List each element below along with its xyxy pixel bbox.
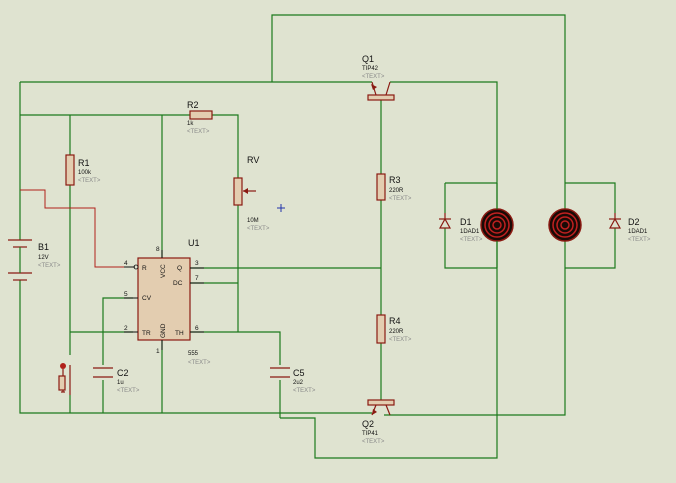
d2-text: <TEXT> xyxy=(628,237,651,243)
c2-value: 1u xyxy=(117,380,124,386)
diode-d1[interactable]: D1 1DAD1 <TEXT> xyxy=(438,213,483,243)
r3-ref: R3 xyxy=(389,175,401,185)
pin1-number: 1 xyxy=(156,348,160,355)
transistor-q1[interactable]: Q1 TIP42 <TEXT> xyxy=(362,54,395,101)
pin7-number: 7 xyxy=(195,275,199,282)
rv-value: 10M xyxy=(247,218,259,224)
b1-ref: B1 xyxy=(38,242,49,252)
r2-text: <TEXT> xyxy=(187,129,210,135)
r1-value: 100k xyxy=(78,170,92,176)
c2-ref: C2 xyxy=(117,368,129,378)
c2-text: <TEXT> xyxy=(117,388,140,394)
r1-ref: R1 xyxy=(78,158,90,168)
wire-d2-top xyxy=(565,182,616,213)
wire-right-rail xyxy=(280,81,498,459)
c5-ref: C5 xyxy=(293,368,305,378)
pin-name-th: TH xyxy=(175,330,184,337)
capacitor-c2[interactable]: C2 1u <TEXT> xyxy=(93,367,140,394)
resistor-r3[interactable]: R3 220R <TEXT> xyxy=(376,173,412,202)
pin-name-q: Q xyxy=(177,265,182,272)
r2-value: 1k xyxy=(187,121,194,127)
wire-top-loop xyxy=(271,14,566,416)
ic-u1-555[interactable]: 8 4 3 7 5 2 6 1 R Q DC CV TR TH VCC GND … xyxy=(124,238,211,366)
q2-ref: Q2 xyxy=(362,419,374,429)
capacitor-c5[interactable]: C5 2u2 <TEXT> xyxy=(270,367,316,394)
r1-text: <TEXT> xyxy=(78,178,101,184)
d1-text: <TEXT> xyxy=(460,237,483,243)
potentiometer-rv[interactable]: RV 10M <TEXT> xyxy=(233,155,270,232)
b1-text: <TEXT> xyxy=(38,263,61,269)
wires xyxy=(19,14,616,459)
d2-ref: D2 xyxy=(628,217,640,227)
push-button-switch[interactable] xyxy=(58,363,71,395)
q2-value: TIP41 xyxy=(362,431,379,437)
wire-d2-bottom xyxy=(565,228,616,269)
pin-name-r: R xyxy=(142,265,147,272)
r3-value: 220R xyxy=(389,188,404,194)
pin-name-tr: TR xyxy=(142,330,151,337)
r4-text: <TEXT> xyxy=(389,337,412,343)
rv-ref: RV xyxy=(247,155,259,165)
crosshair-icon xyxy=(277,204,285,212)
u1-value: 555 xyxy=(188,351,199,357)
q1-ref: Q1 xyxy=(362,54,374,64)
q2-text: <TEXT> xyxy=(362,439,385,445)
pin6-number: 6 xyxy=(195,325,199,332)
resistor-r2[interactable]: R2 1k <TEXT> xyxy=(187,100,213,135)
u1-ref: U1 xyxy=(188,238,200,248)
motor-coil-left[interactable] xyxy=(480,183,514,268)
c5-text: <TEXT> xyxy=(293,388,316,394)
wire-d1-bottom xyxy=(444,228,497,269)
pin5-number: 5 xyxy=(124,291,128,298)
pin2-number: 2 xyxy=(124,325,128,332)
wire-th xyxy=(190,331,281,365)
rv-text: <TEXT> xyxy=(247,226,270,232)
battery-b1[interactable]: B1 12V <TEXT> xyxy=(8,239,61,281)
b1-value: 12V xyxy=(38,255,49,261)
wire-cv xyxy=(102,297,133,365)
u1-text: <TEXT> xyxy=(188,360,211,366)
wire-r2-rv xyxy=(212,114,239,178)
resistor-r1[interactable]: R1 100k <TEXT> xyxy=(65,154,101,186)
r2-ref: R2 xyxy=(187,100,199,110)
pin-name-cv: CV xyxy=(142,295,152,302)
motor-coil-right[interactable] xyxy=(548,208,582,242)
pin-name-gnd: GND xyxy=(160,323,167,338)
r3-text: <TEXT> xyxy=(389,196,412,202)
transistor-q2[interactable]: Q2 TIP41 <TEXT> xyxy=(362,399,395,445)
pin-name-vcc: VCC xyxy=(160,264,167,278)
d1-value: 1DAD1 xyxy=(460,229,480,235)
pin3-number: 3 xyxy=(195,260,199,267)
q1-value: TIP42 xyxy=(362,66,379,72)
d2-value: 1DAD1 xyxy=(628,229,648,235)
diode-d2[interactable]: D2 1DAD1 <TEXT> xyxy=(608,213,651,243)
d1-ref: D1 xyxy=(460,217,472,227)
wire-reset xyxy=(20,189,133,268)
pin8-number: 8 xyxy=(156,246,160,253)
resistor-r4[interactable]: R4 220R <TEXT> xyxy=(376,314,412,344)
c5-value: 2u2 xyxy=(293,380,304,386)
wire-bottom-rail xyxy=(19,280,372,414)
pin-name-dc: DC xyxy=(173,280,183,287)
q1-text: <TEXT> xyxy=(362,74,385,80)
pin4-number: 4 xyxy=(124,260,128,267)
r4-value: 220R xyxy=(389,329,404,335)
r4-ref: R4 xyxy=(389,316,401,326)
